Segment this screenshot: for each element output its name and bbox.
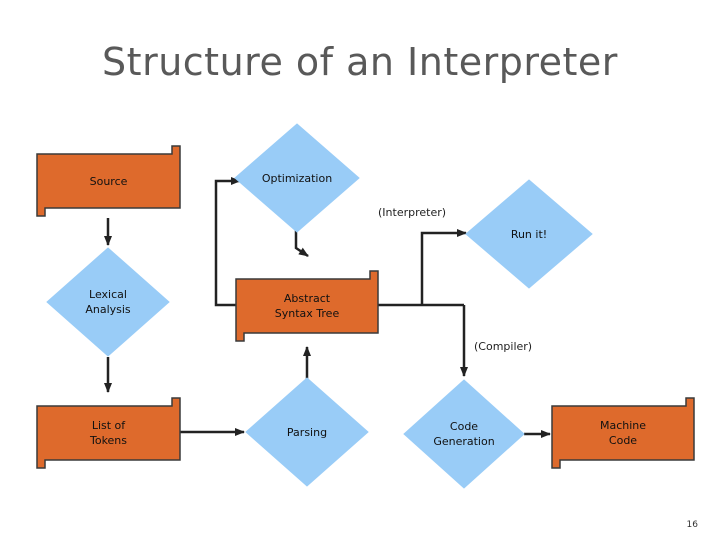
lexical-analysis-label: Lexical Analysis xyxy=(85,288,131,316)
parsing-label: Parsing xyxy=(286,425,328,439)
run-it-diamond xyxy=(465,179,593,289)
diamond-nodes xyxy=(46,123,593,489)
box-nodes xyxy=(36,145,695,469)
edge-ast-to-runit xyxy=(420,229,467,305)
parsing-diamond xyxy=(245,377,369,487)
list-of-tokens-box xyxy=(36,397,181,469)
edge-optimization-to-ast xyxy=(294,230,309,258)
optimization-diamond xyxy=(234,123,360,233)
optimization-label: Optimization xyxy=(261,171,333,185)
abstract-syntax-tree-label: Abstract Syntax Tree xyxy=(274,292,340,320)
slide-title: Structure of an Interpreter xyxy=(102,40,618,84)
source-box xyxy=(36,145,181,217)
edge-ast-to-optimization xyxy=(214,177,241,307)
code-generation-diamond xyxy=(403,379,525,489)
lexical-analysis-diamond xyxy=(46,247,170,357)
machine-code-label: Machine Code xyxy=(599,419,647,447)
code-generation-label: Code Generation xyxy=(433,420,495,448)
interpreter-edge-label: (Interpreter) xyxy=(378,206,447,219)
run-it-label: Run it! xyxy=(510,227,548,241)
page-number: 16 xyxy=(686,520,698,530)
machine-code-box xyxy=(551,397,695,469)
connectors xyxy=(104,177,551,438)
list-of-tokens-label: List of Tokens xyxy=(89,419,128,447)
source-label: Source xyxy=(89,174,128,188)
abstract-syntax-tree-box xyxy=(235,270,379,342)
compiler-edge-label: (Compiler) xyxy=(474,340,533,353)
